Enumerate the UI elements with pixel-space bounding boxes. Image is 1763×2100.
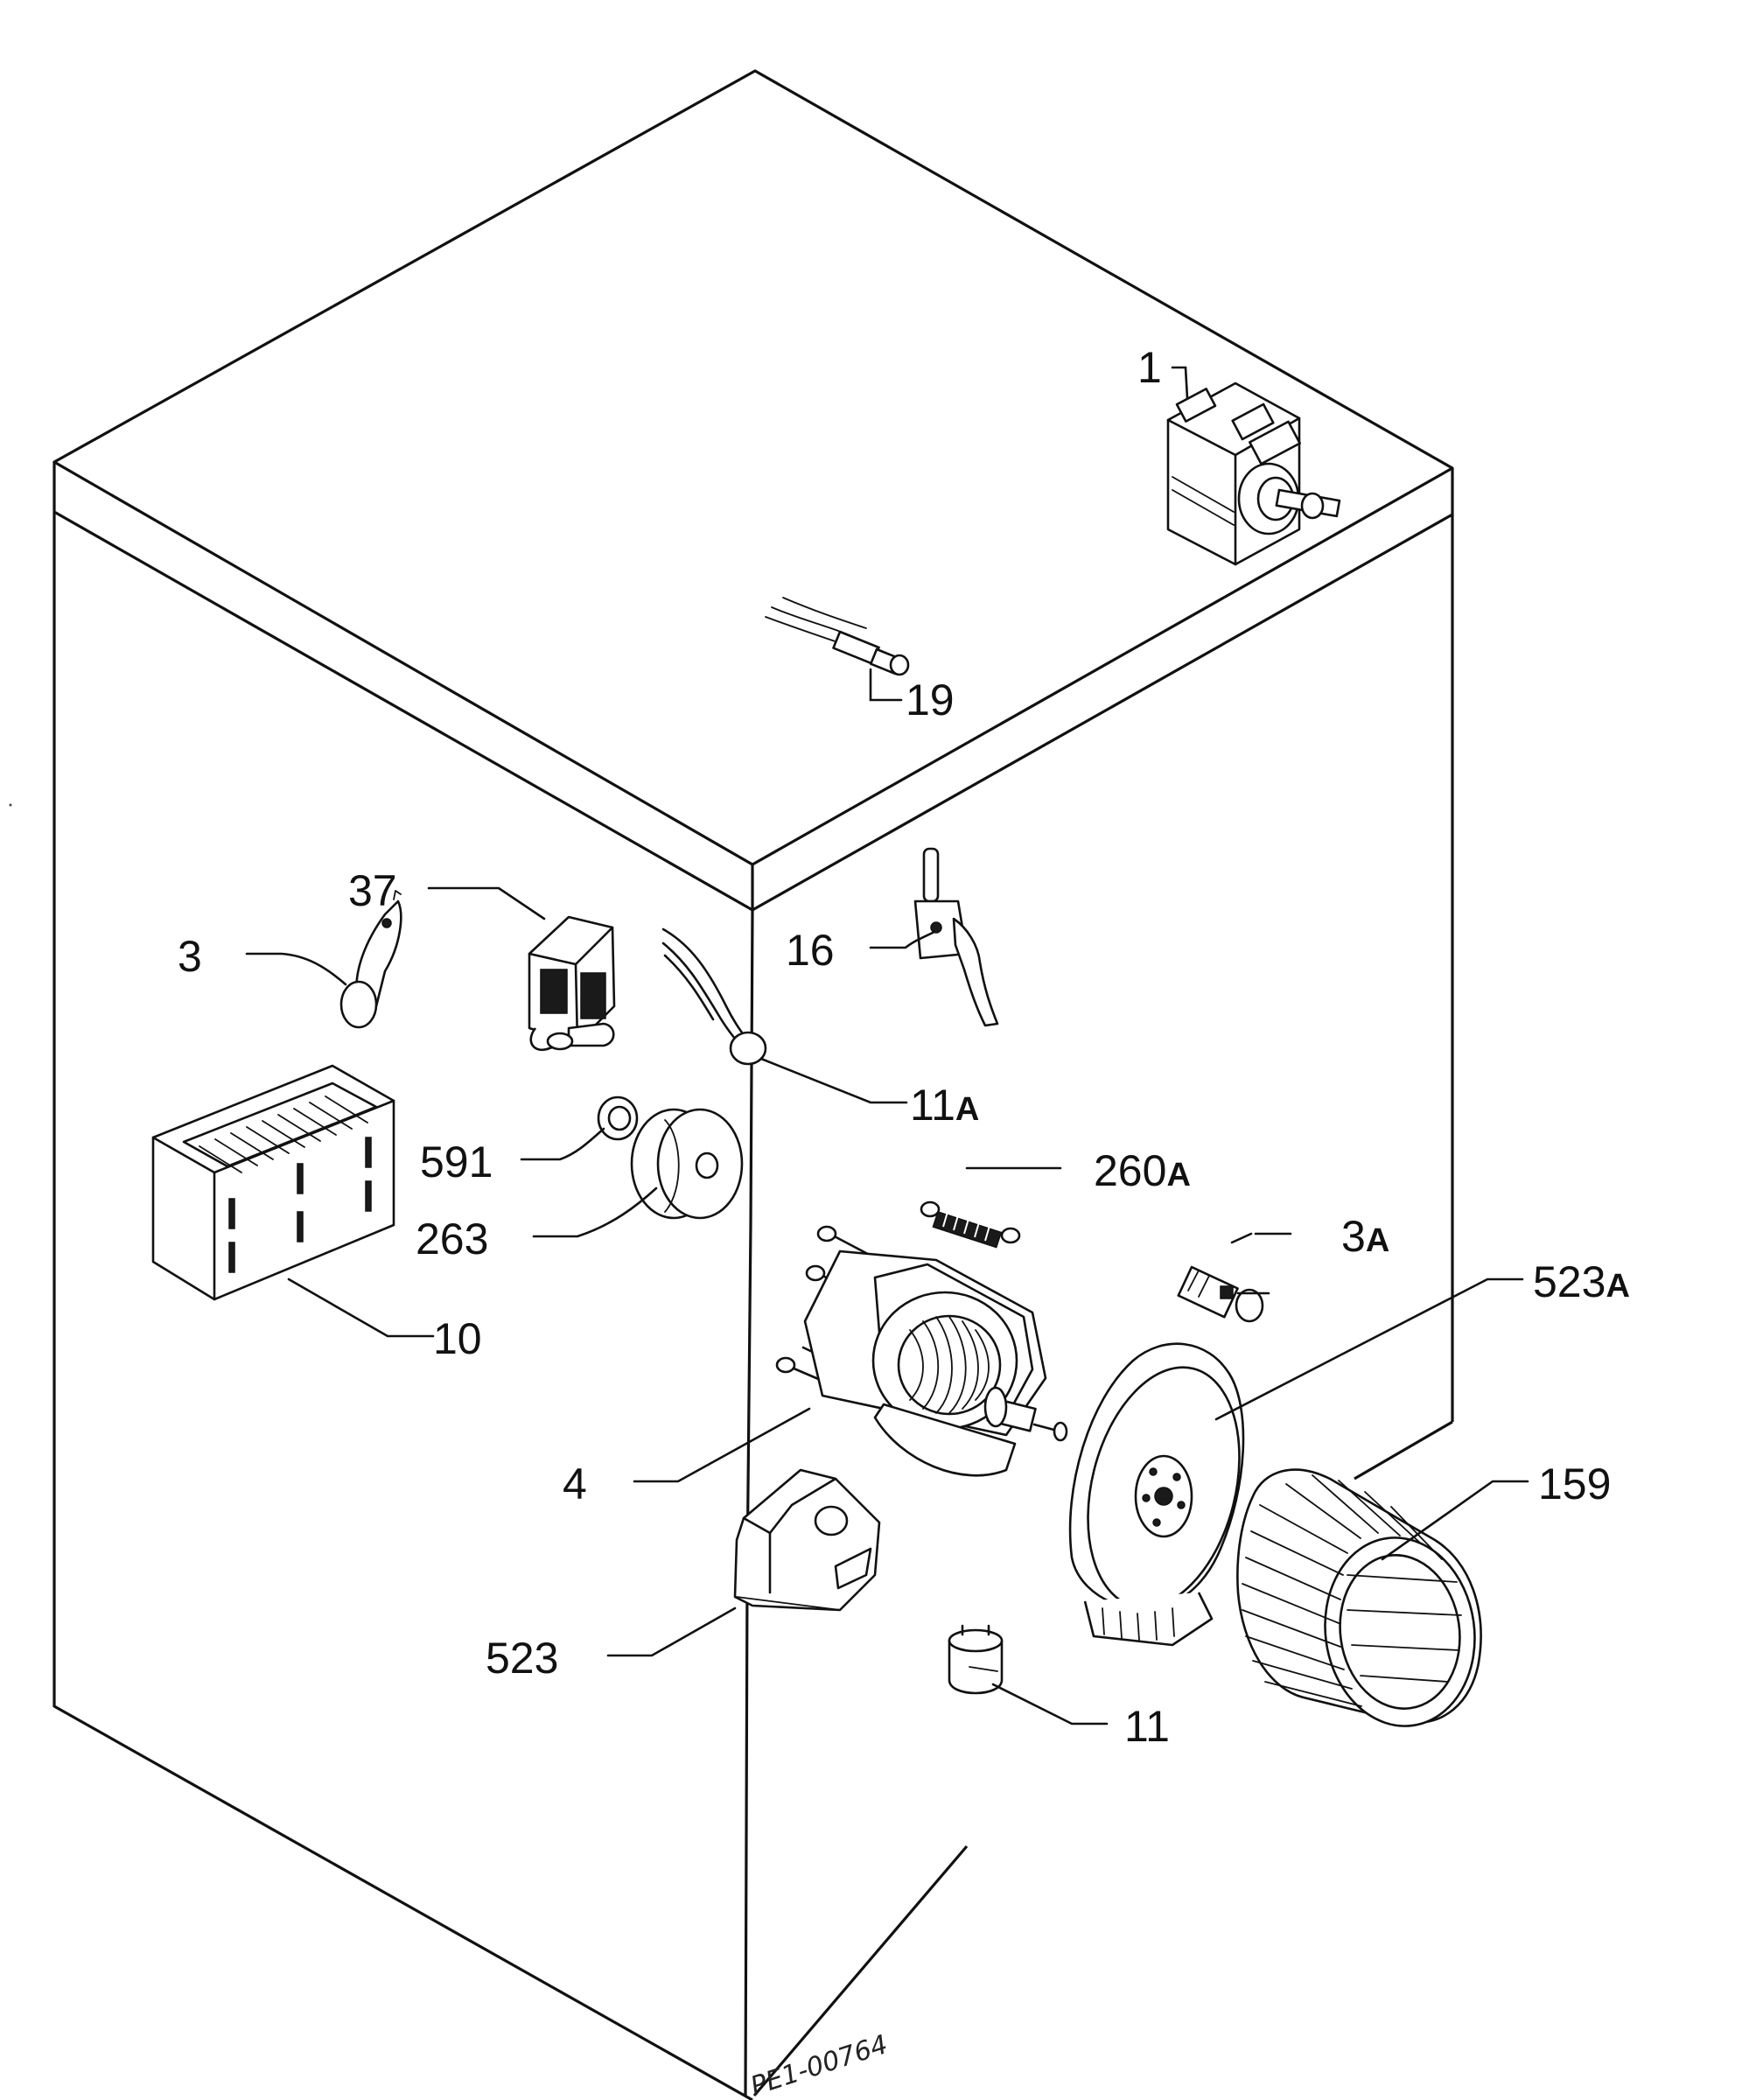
housing-ribs <box>1102 1607 1175 1641</box>
label-591: 591 <box>420 1138 493 1186</box>
part-4-motor <box>775 1225 1068 1477</box>
stray-mark <box>9 803 12 807</box>
part-1-timer-switch <box>1166 382 1341 566</box>
label-10: 10 <box>433 1314 482 1363</box>
fan-blades <box>1242 1474 1462 1707</box>
label-523a: 523A <box>1533 1257 1630 1306</box>
filter-slots <box>228 1137 372 1273</box>
filter-grille <box>199 1096 368 1173</box>
part-523a-fan-housing <box>1068 1342 1245 1647</box>
part-19-sensor-probe <box>765 597 910 676</box>
label-11a: 11A <box>910 1081 979 1130</box>
label-1: 1 <box>1137 343 1162 392</box>
cabinet-outline <box>52 69 1454 2100</box>
part-11-capacitor <box>948 1624 1004 1695</box>
part-591-ring <box>597 1096 639 1141</box>
label-37: 37 <box>348 866 397 915</box>
label-19: 19 <box>906 676 955 724</box>
label-4: 4 <box>563 1460 587 1508</box>
motor-coil-windings <box>909 1316 990 1414</box>
label-260a: 260A <box>1094 1146 1191 1195</box>
label-3a: 3A <box>1341 1212 1389 1261</box>
label-523: 523 <box>486 1634 558 1683</box>
part-523-bracket <box>733 1468 881 1612</box>
part-3a-connector <box>1177 1265 1264 1323</box>
part-159-fan-wheel <box>1236 1468 1482 1727</box>
callout-labels: 1 19 37 3 16 11A 591 263 260A 3A 523A <box>178 343 1630 1751</box>
part-37-relay <box>528 915 616 1051</box>
label-263: 263 <box>416 1214 488 1264</box>
label-3: 3 <box>178 932 202 981</box>
leader-lines <box>245 366 1529 1726</box>
part-11a-cable <box>661 928 767 1066</box>
label-11: 11 <box>1124 1702 1170 1751</box>
spring-coils <box>942 1211 990 1242</box>
part-3-cam-lever <box>339 890 402 1029</box>
hub-holes <box>1142 1467 1186 1527</box>
part-260a-spring <box>920 1200 1021 1249</box>
part-10-filter <box>151 1064 395 1301</box>
label-159: 159 <box>1538 1460 1611 1508</box>
part-263-pulley <box>630 1108 744 1220</box>
part-16-door-switch <box>913 847 999 1027</box>
label-16: 16 <box>786 926 835 975</box>
drawing-reference: PE1-00764 <box>747 2029 892 2100</box>
